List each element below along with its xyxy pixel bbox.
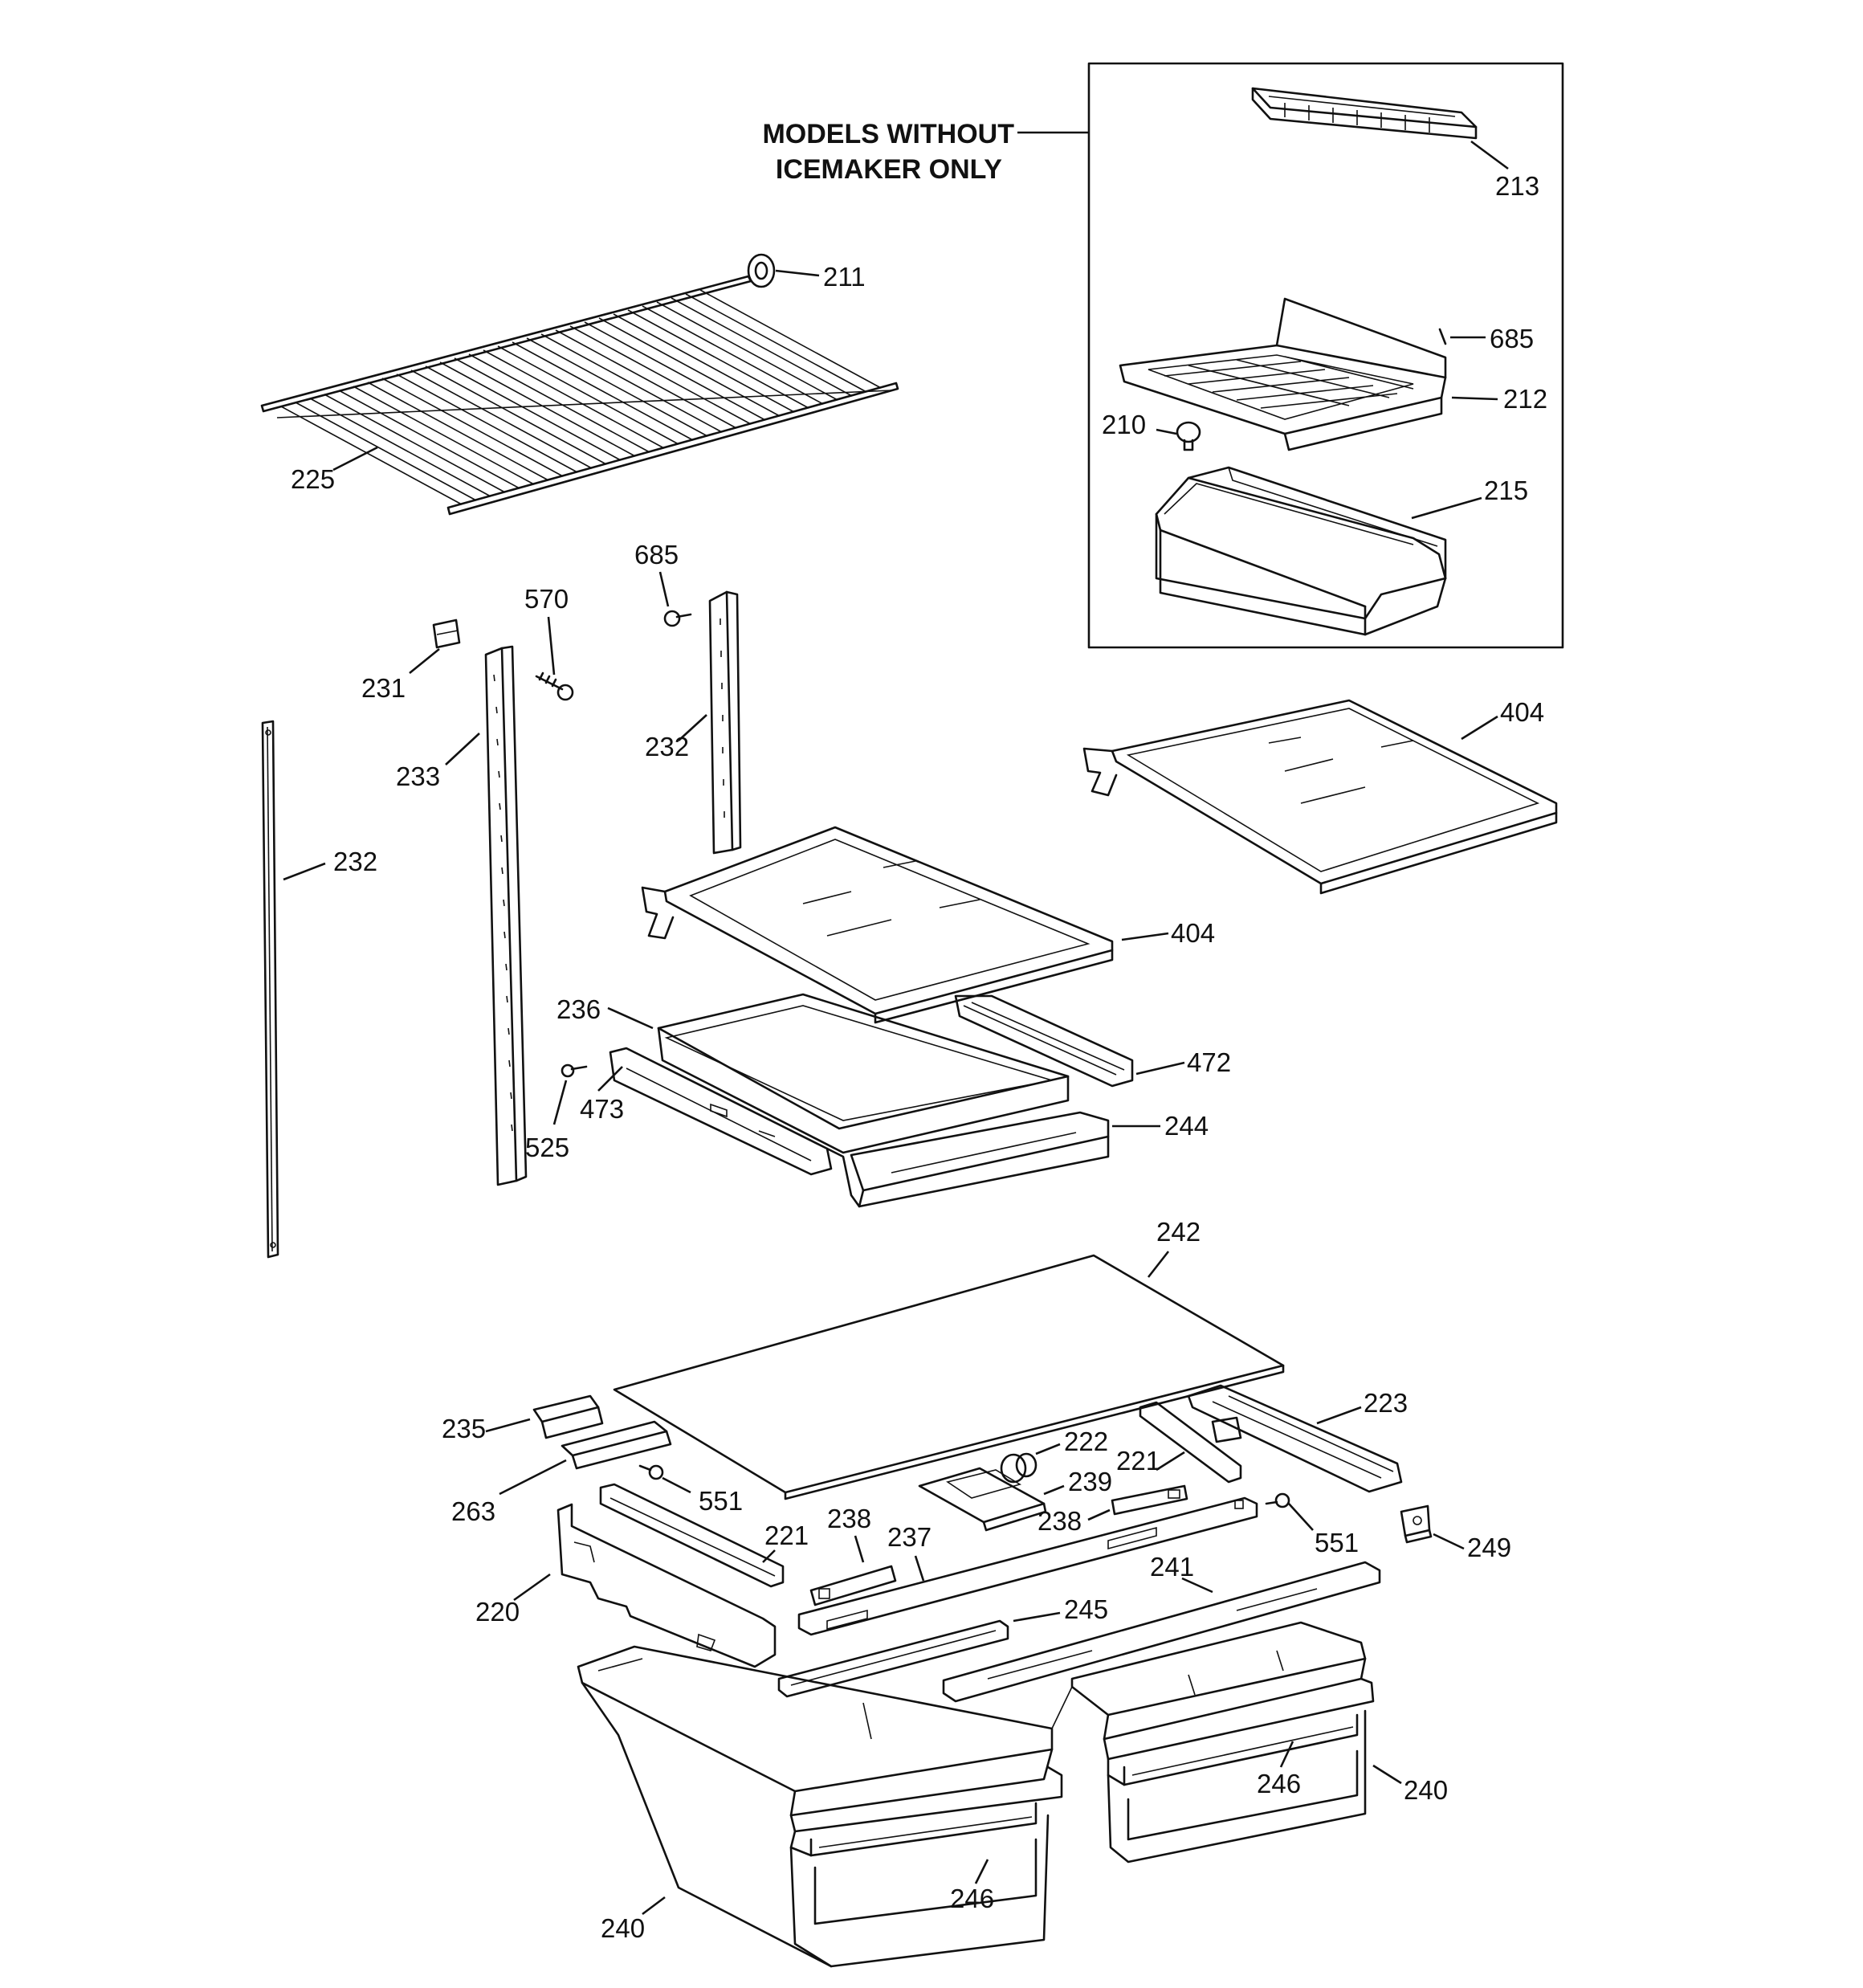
- cap-238-right: 238: [1037, 1484, 1188, 1536]
- crisper-front-244: 244: [826, 1111, 1209, 1208]
- ice-bin-215: 215: [1155, 466, 1528, 636]
- label-233: 233: [396, 761, 440, 791]
- grommet-211: 211: [747, 253, 866, 292]
- screw-570: 570: [524, 584, 574, 701]
- screw-685-inset: 685: [1438, 324, 1534, 353]
- label-241: 241: [1150, 1552, 1194, 1582]
- screw-685: 685: [634, 540, 692, 627]
- label-212: 212: [1503, 384, 1547, 414]
- label-240-right: 240: [1404, 1775, 1448, 1805]
- label-238-left: 238: [827, 1504, 871, 1533]
- label-570: 570: [524, 584, 569, 614]
- inset-note-line1: MODELS WITHOUT: [762, 119, 1014, 149]
- label-220: 220: [475, 1597, 520, 1627]
- label-246-left: 246: [950, 1884, 994, 1913]
- bracket-220: 220: [475, 1503, 777, 1668]
- bar-241: 241: [942, 1552, 1381, 1703]
- clip-231: 231: [361, 618, 461, 703]
- knob-222: 222: [1000, 1427, 1108, 1484]
- label-240-left: 240: [601, 1913, 645, 1943]
- label-551-right: 551: [1315, 1528, 1359, 1557]
- control-239: 239: [918, 1467, 1112, 1532]
- label-211: 211: [823, 262, 866, 292]
- label-245: 245: [1064, 1594, 1108, 1624]
- label-231: 231: [361, 673, 406, 703]
- icemaker-inset: MODELS WITHOUT ICEMAKER ONLY: [762, 62, 1564, 649]
- rail-221-left: 221: [599, 1483, 809, 1588]
- label-235: 235: [442, 1414, 486, 1443]
- label-232-right: 232: [645, 732, 689, 761]
- label-222: 222: [1064, 1427, 1108, 1456]
- ice-bracket-212: 212: [1119, 297, 1547, 451]
- screw-525: 525: [525, 1063, 588, 1162]
- wire-shelf-225: 225: [260, 275, 899, 516]
- label-221-right: 221: [1116, 1446, 1160, 1476]
- slide-rail-473: 473: [580, 1047, 833, 1176]
- label-246-right: 246: [1257, 1769, 1301, 1798]
- part-249: 249: [1400, 1504, 1511, 1562]
- knob-210: 210: [1102, 410, 1201, 451]
- label-238-right: 238: [1037, 1506, 1082, 1536]
- pan-236: 236: [556, 993, 1070, 1154]
- slide-rail-472: 472: [954, 994, 1231, 1088]
- label-215: 215: [1484, 476, 1528, 505]
- label-242: 242: [1156, 1217, 1201, 1247]
- label-232-left: 232: [333, 847, 377, 876]
- screw-551-right: 551: [1265, 1492, 1359, 1557]
- label-223: 223: [1364, 1388, 1408, 1418]
- upright-232-right: 232: [645, 590, 742, 855]
- label-221-left: 221: [764, 1521, 809, 1550]
- bar-245: 245: [777, 1594, 1108, 1698]
- crisper-drawer-240-left: 240: [577, 1645, 1063, 1968]
- cap-238-left: 238: [809, 1504, 897, 1606]
- label-249: 249: [1467, 1533, 1511, 1562]
- label-210: 210: [1102, 410, 1146, 439]
- upright-232-left: 232: [261, 720, 377, 1259]
- label-525: 525: [525, 1133, 569, 1162]
- label-236: 236: [556, 994, 601, 1024]
- glass-shelf-404-center: 404: [641, 826, 1215, 1024]
- label-263: 263: [451, 1496, 495, 1526]
- crisper-drawer-240-right: 240: [1070, 1621, 1448, 1863]
- ice-tray-213: 213: [1251, 87, 1539, 201]
- bar-237: 237: [797, 1496, 1258, 1636]
- bracket-235: 235: [442, 1394, 604, 1443]
- label-213: 213: [1495, 171, 1539, 201]
- label-244: 244: [1164, 1111, 1209, 1141]
- label-473: 473: [580, 1094, 624, 1124]
- label-551-left: 551: [699, 1486, 743, 1516]
- label-404-right: 404: [1500, 697, 1544, 727]
- glass-shelf-404-right: 404: [1082, 697, 1558, 895]
- label-404-center: 404: [1171, 918, 1215, 948]
- inset-note-line2: ICEMAKER ONLY: [776, 154, 1002, 185]
- handle-246-right: 246: [1257, 1741, 1301, 1798]
- label-225: 225: [291, 464, 335, 494]
- label-472: 472: [1187, 1047, 1231, 1077]
- label-239: 239: [1068, 1467, 1112, 1496]
- label-685-inset: 685: [1490, 324, 1534, 353]
- glass-cover-242: 242: [613, 1217, 1285, 1500]
- rail-223: 223: [1187, 1384, 1408, 1493]
- trim-263: 263: [451, 1420, 672, 1526]
- handle-246-left: 246: [950, 1859, 994, 1913]
- upright-233: 233: [396, 645, 528, 1186]
- screw-551-left: 551: [638, 1464, 743, 1516]
- label-685: 685: [634, 540, 679, 569]
- rail-221-right: 221: [1116, 1401, 1242, 1484]
- label-237: 237: [887, 1522, 932, 1552]
